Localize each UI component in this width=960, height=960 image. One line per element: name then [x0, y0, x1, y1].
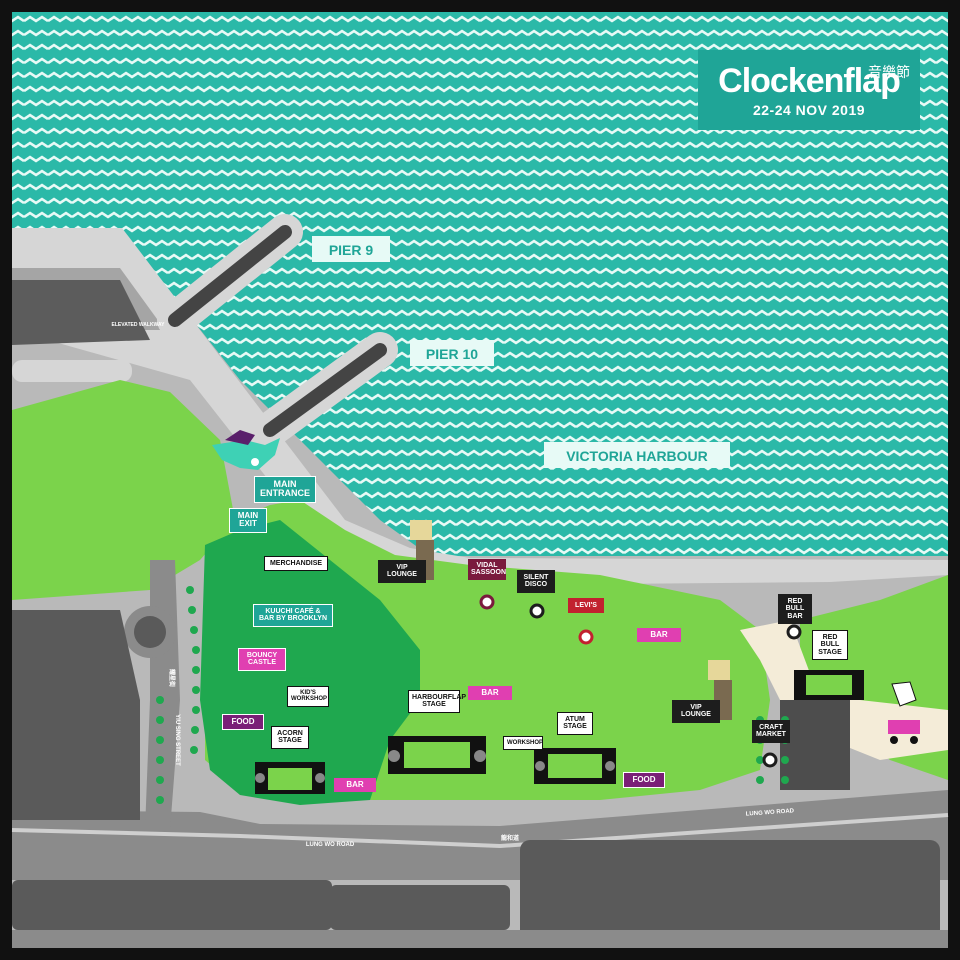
vip-lounge-right-label[interactable]: VIP LOUNGE	[672, 700, 720, 723]
pin-levis-icon	[578, 629, 594, 645]
elevated-walkway-label: ELEVATED WALKWAY	[112, 322, 166, 328]
roundabout-center	[134, 616, 166, 648]
gramophone-icon	[888, 681, 920, 744]
pin-craft-market-icon	[762, 752, 778, 768]
svg-text:PIER 9: PIER 9	[329, 242, 374, 258]
acorn-stage-label[interactable]: ACORN STAGE	[271, 726, 309, 749]
unicorn-mascot-icon	[212, 430, 280, 470]
red-bull-stage-icon	[794, 670, 864, 700]
yiu-sing-street-label: YIU SING STREET	[174, 714, 180, 766]
silent-disco-label[interactable]: SILENT DISCO	[517, 570, 555, 593]
pin-red-bull-bar-icon	[786, 624, 802, 640]
left-road-block	[12, 280, 150, 345]
vip-lounge-left-label[interactable]: VIP LOUNGE	[378, 560, 426, 583]
kuuchi-cafe-label[interactable]: KUUCHI CAFÉ & BAR BY BROOKLYN	[253, 604, 333, 627]
lower-left-block	[12, 610, 140, 820]
pier-10	[252, 332, 398, 448]
pin-vidal-sassoon-icon	[479, 594, 495, 610]
festival-dates: 22-24 NOV 2019	[752, 102, 866, 118]
main-exit-sign[interactable]: MAIN EXIT	[229, 508, 267, 533]
vidal-sassoon-label[interactable]: VIDAL SASSOON	[468, 559, 506, 580]
food-left-label[interactable]: FOOD	[222, 714, 264, 731]
bar-bottom-label[interactable]: BAR	[334, 778, 376, 793]
bar-middle-label[interactable]: BAR	[468, 686, 512, 701]
merchandise-label[interactable]: MERCHANDISE	[264, 556, 328, 572]
food-right-label[interactable]: FOOD	[623, 772, 665, 789]
pin-silent-disco-icon	[529, 603, 545, 619]
svg-text:PIER 10: PIER 10	[426, 346, 478, 362]
bar-top-label[interactable]: BAR	[637, 628, 681, 643]
pier-9	[157, 214, 303, 338]
bouncy-castle-label[interactable]: BOUNCY CASTLE	[238, 648, 286, 671]
levis-label[interactable]: LEVI'S	[568, 598, 604, 614]
festival-grass-dark	[200, 520, 420, 805]
lower-strip	[12, 930, 948, 948]
tree-line-left	[156, 586, 200, 804]
pier-10-label: PIER 10	[410, 340, 494, 366]
main-entrance-sign[interactable]: MAIN ENTRANCE	[254, 476, 316, 503]
lung-wo-road-left-label: LUNG WO ROAD	[306, 842, 355, 848]
atum-stage-icon	[534, 748, 616, 784]
red-bull-stage-label[interactable]: RED BULL STAGE	[812, 630, 848, 661]
harbourflap-stage-label[interactable]: HARBOURFLAP STAGE	[408, 690, 466, 713]
acorn-stage-icon	[255, 762, 325, 794]
harbourflap-stage-icon	[388, 736, 486, 774]
east-parking	[780, 700, 850, 790]
lower-block-b	[330, 885, 510, 930]
lower-block-a	[12, 880, 332, 930]
yiu-sing-street-zh-label: 耀星街	[168, 668, 176, 687]
lung-wo-road-marking	[11, 813, 949, 849]
red-bull-bar-label[interactable]: RED BULL BAR	[778, 594, 812, 625]
pier-9-label: PIER 9	[312, 236, 390, 262]
brand-name-zh: 音樂節	[868, 64, 910, 80]
atum-stage-label[interactable]: ATUM STAGE	[557, 712, 593, 735]
craft-market-label[interactable]: CRAFT MARKET	[752, 720, 790, 743]
svg-text:VICTORIA HARBOUR: VICTORIA HARBOUR	[566, 448, 708, 464]
victoria-harbour-label: VICTORIA HARBOUR	[544, 442, 730, 468]
clockenflap-logo: Clockenflap 音樂節 22-24 NOV 2019	[698, 50, 920, 130]
lung-wo-road-right-label: LUNG WO ROAD	[746, 808, 795, 817]
workshop-label[interactable]: WORKSHOP	[503, 736, 543, 751]
lung-wo-road-zh-label: 龍和道	[501, 834, 519, 842]
brand-name: Clockenflap	[718, 62, 901, 100]
outer-grass	[12, 380, 235, 600]
waterfront-promenade	[12, 228, 948, 584]
kids-workshop-label[interactable]: KID'S WORKSHOP	[287, 686, 329, 707]
lower-block-c	[520, 840, 940, 940]
left-road-strip	[12, 360, 132, 382]
